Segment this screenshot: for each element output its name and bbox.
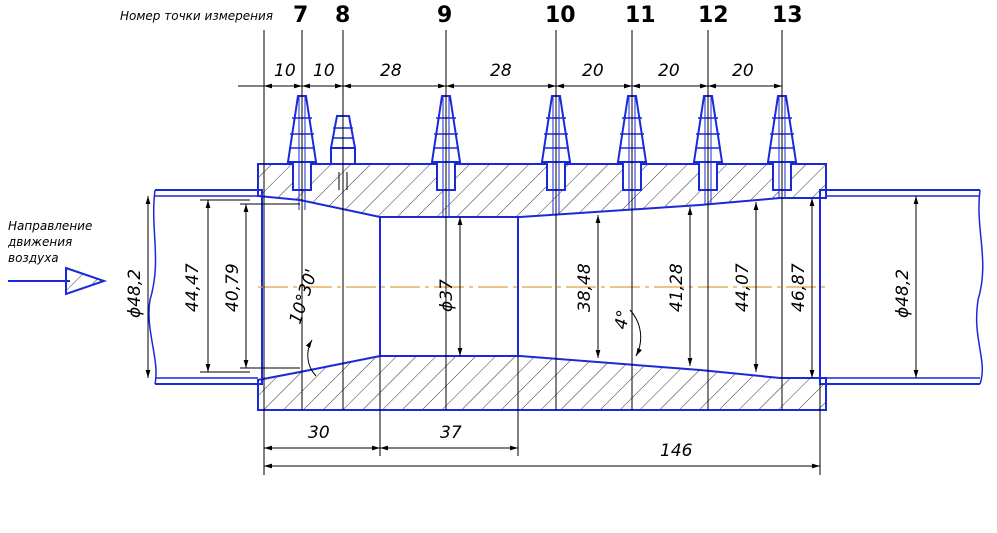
spacing-label: 20 [658, 61, 680, 81]
diameter-label-outlet: ϕ48,2 [893, 269, 913, 318]
nozzle-body [257, 163, 827, 411]
diameter-label-throat: ϕ37 [437, 279, 457, 312]
point-number-7: 7 [293, 3, 308, 28]
bottom-dimension-lines [263, 356, 821, 475]
point-number-11: 11 [625, 3, 656, 28]
point-numbers: 7 8 9 10 11 12 13 [293, 3, 803, 28]
point-extension-lines [263, 30, 783, 410]
air-direction-line1: Направление [8, 219, 92, 233]
fitting-9 [430, 95, 462, 217]
spacing-label: 28 [490, 61, 512, 81]
outlet-pipe [819, 189, 984, 385]
angle-arc-right [629, 309, 642, 357]
diameter-label-inlet: ϕ48,2 [125, 269, 145, 318]
inlet-pipe [148, 189, 263, 385]
diameter-label: 44,07 [733, 263, 753, 312]
diameter-label: 38,48 [575, 263, 595, 312]
diameter-label: 41,28 [667, 263, 687, 312]
air-direction-line3: воздуха [8, 251, 59, 265]
air-direction: Направление движения воздуха [7, 219, 108, 296]
diameter-dimension-lines [145, 196, 919, 378]
air-direction-line2: движения [7, 235, 72, 249]
point-number-10: 10 [545, 3, 576, 28]
point-number-8: 8 [335, 3, 350, 28]
spacing-label: 20 [582, 61, 604, 81]
diameter-label: 46,87 [789, 263, 809, 312]
spacing-label: 10 [274, 61, 296, 81]
dim-label-37: 37 [440, 423, 462, 443]
angle-arc-left [305, 339, 317, 377]
spacing-label: 28 [380, 61, 402, 81]
point-number-12: 12 [698, 3, 729, 28]
diameter-label: 40,79 [223, 263, 243, 312]
dim-label-146: 146 [660, 441, 693, 461]
diameter-labels: ϕ48,2 44,47 40,79 ϕ37 38,48 41,28 44,07 … [125, 263, 913, 318]
diameter-label: 44,47 [183, 263, 203, 312]
spacing-label: 20 [732, 61, 754, 81]
angle-label-convergent: 10°30' [286, 267, 322, 327]
point-number-9: 9 [437, 3, 452, 28]
measurement-point-caption: Номер точки измерения [120, 9, 273, 23]
dim-label-30: 30 [308, 423, 330, 443]
point-number-13: 13 [772, 3, 803, 28]
spacing-label: 10 [313, 61, 335, 81]
angle-label-divergent: 4° [611, 308, 634, 331]
top-spacing-labels: 10 10 28 28 20 20 20 [274, 61, 754, 81]
